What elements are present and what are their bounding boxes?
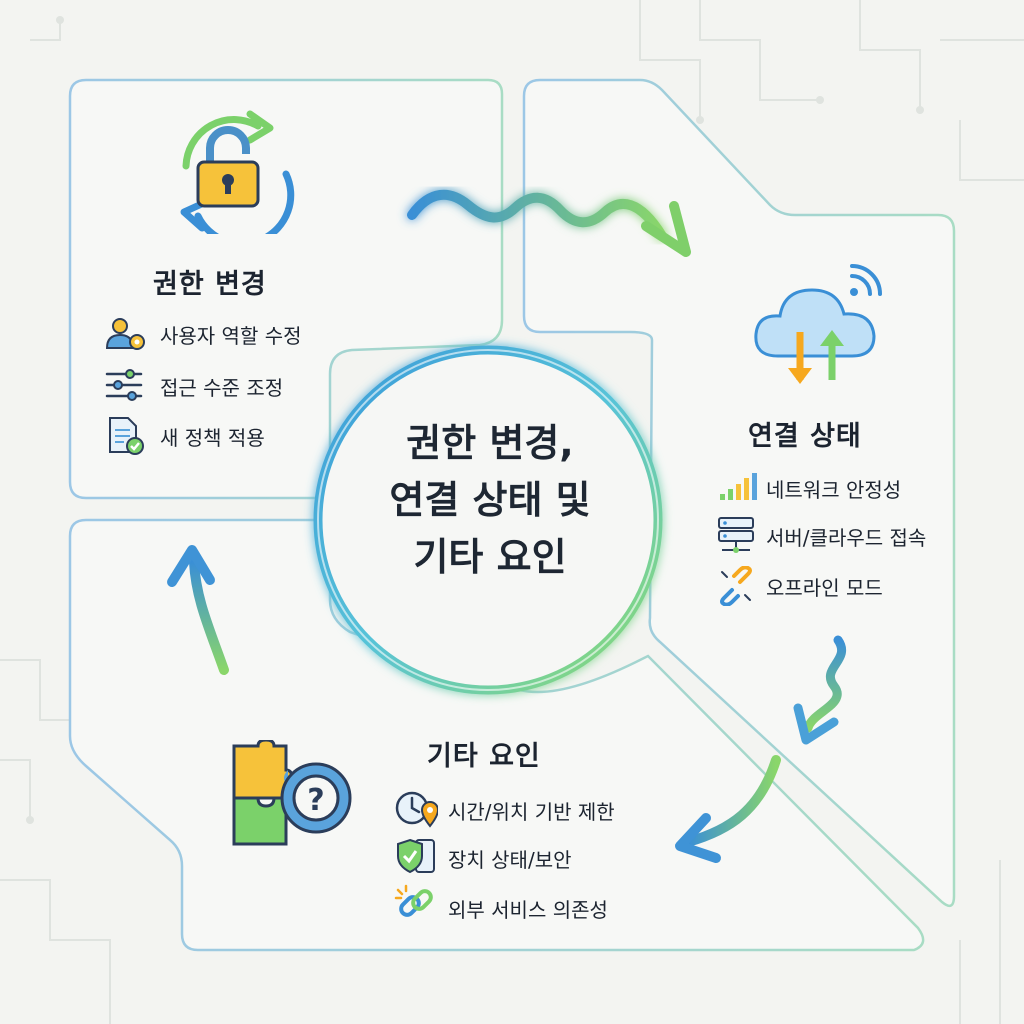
broken-link-icon	[720, 566, 752, 606]
connection-item-2: 서버/클라우드 접속	[766, 526, 927, 550]
server-icon	[718, 517, 754, 553]
sliders-icon	[105, 369, 143, 401]
connection-title: 연결 상태	[748, 421, 862, 452]
link-spark-icon	[394, 884, 433, 917]
shield-phone-icon	[397, 838, 435, 874]
permission-title: 권한 변경	[153, 269, 267, 300]
permission-item-3: 새 정책 적용	[160, 426, 265, 450]
other-item-2: 장치 상태/보안	[448, 848, 572, 872]
signal-bars-icon	[720, 473, 757, 500]
connection-item-1: 네트워크 안정성	[766, 478, 902, 502]
user-gear-icon	[105, 318, 145, 350]
center-title-line-2: 연결 상태 및	[389, 478, 591, 522]
svg-text:?: ?	[307, 783, 324, 818]
center-title-line-1: 권한 변경,	[406, 421, 574, 465]
clock-location-icon	[395, 791, 438, 828]
center-title: 권한 변경, 연결 상태 및 기타 요인	[340, 415, 640, 586]
other-title: 기타 요인	[427, 741, 541, 772]
other-item-1: 시간/위치 기반 제한	[448, 800, 615, 824]
connection-item-3: 오프라인 모드	[766, 576, 883, 600]
center-title-line-3: 기타 요인	[413, 535, 567, 579]
document-check-icon	[109, 417, 144, 455]
lock-cycle-icon	[180, 110, 295, 234]
cloud-transfer-icon	[754, 264, 882, 384]
other-item-3: 외부 서비스 의존성	[448, 898, 608, 922]
puzzle-gear-icon: ?	[232, 740, 352, 846]
permission-item-1: 사용자 역할 수정	[160, 324, 302, 348]
permission-item-2: 접근 수준 조정	[160, 376, 284, 400]
